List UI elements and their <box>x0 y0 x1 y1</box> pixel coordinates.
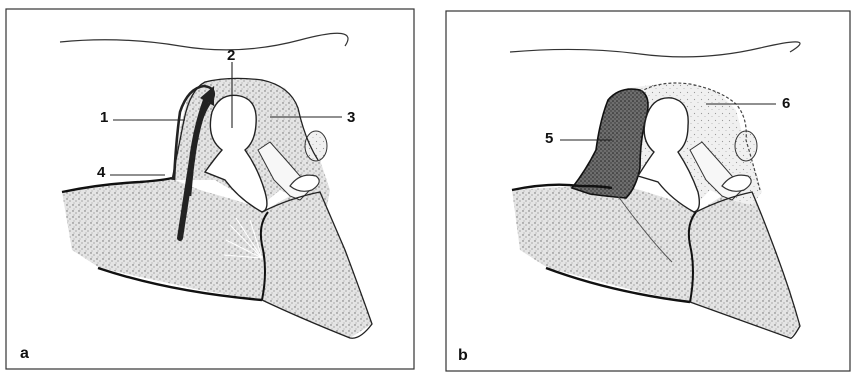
label-1: 1 <box>100 109 108 126</box>
label-5: 5 <box>545 130 553 147</box>
panel-b: 5 6 b <box>446 11 850 371</box>
label-6: 6 <box>782 95 790 112</box>
label-4: 4 <box>97 164 106 181</box>
label-3: 3 <box>347 109 355 126</box>
panel-label-b: b <box>458 347 468 364</box>
panel-label-a: a <box>20 345 29 362</box>
panel-a: 1 2 3 4 a <box>6 9 414 369</box>
label-2: 2 <box>227 47 235 64</box>
